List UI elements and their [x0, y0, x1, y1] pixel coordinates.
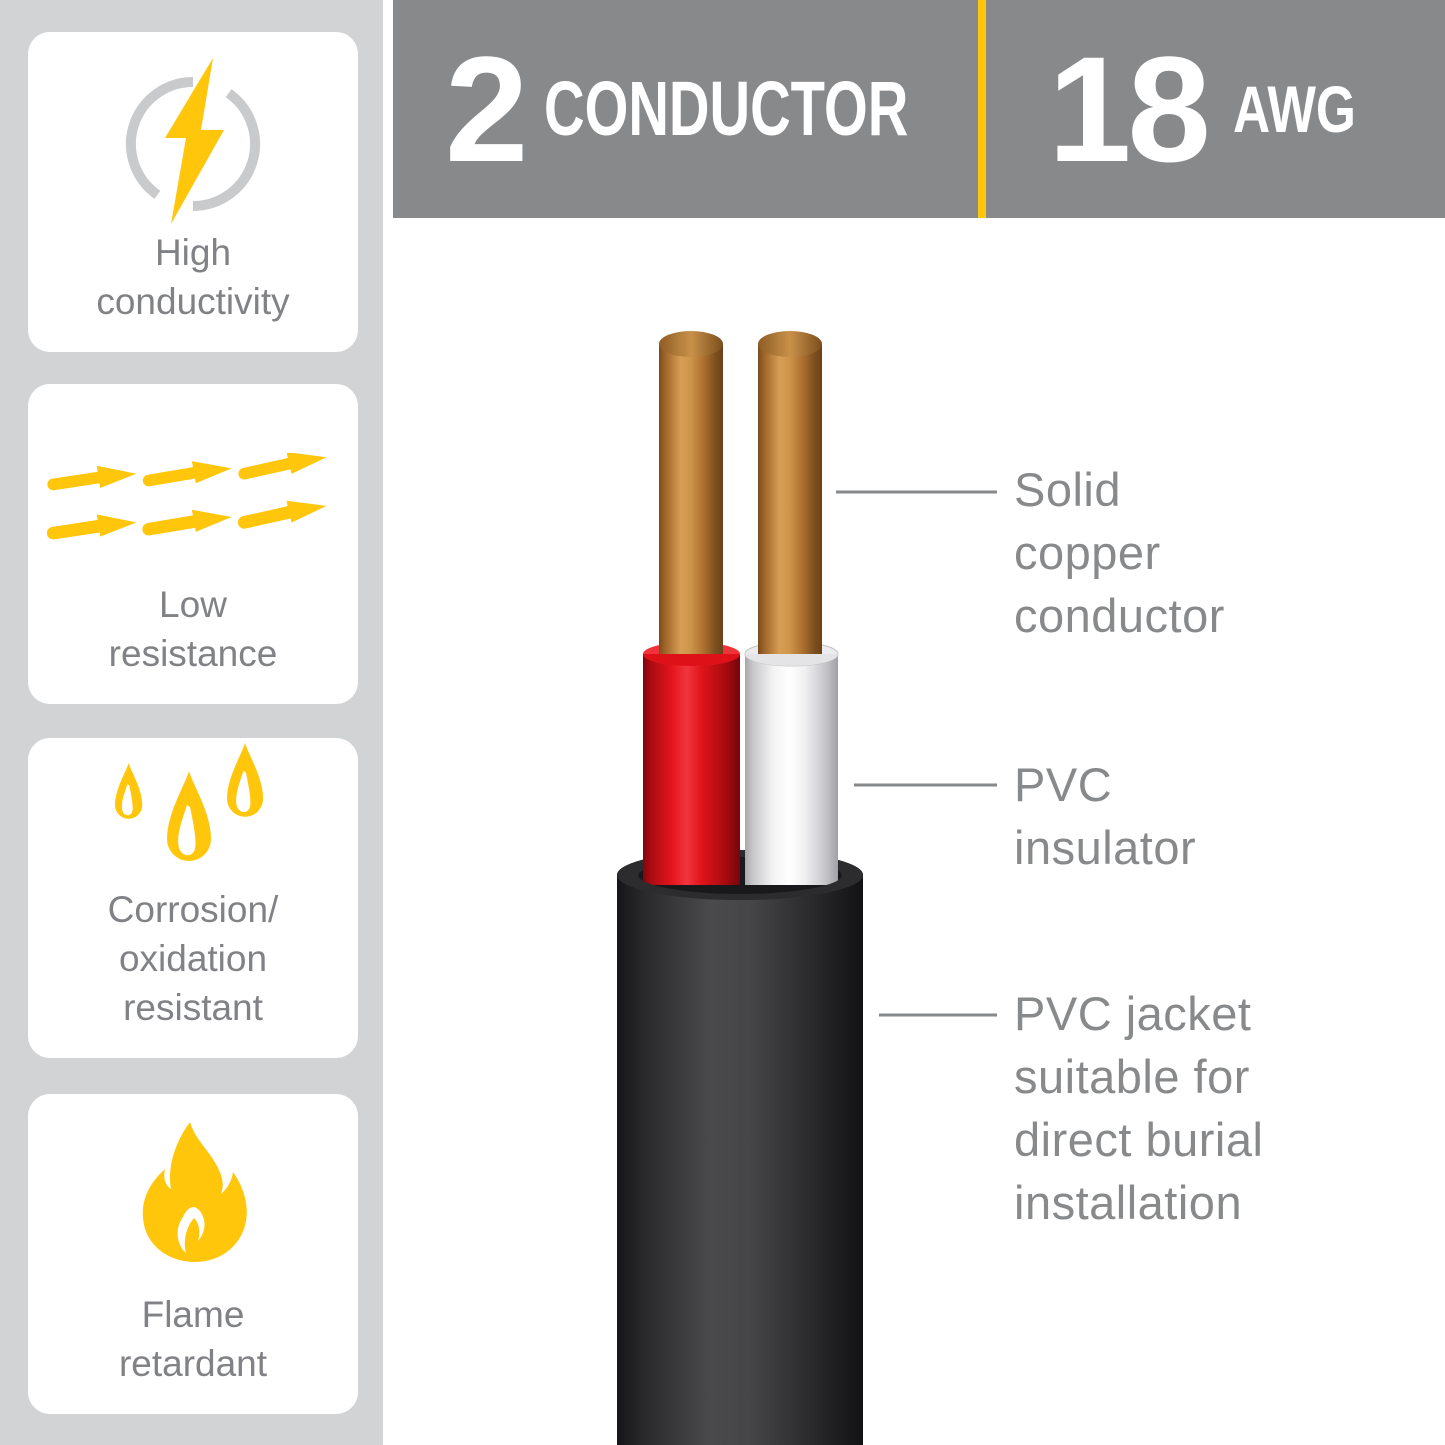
- feature-card-low-resistance: Low resistance: [28, 384, 358, 704]
- conductor-count-unit: CONDUCTOR: [544, 65, 909, 152]
- jacket-front-rim: [617, 875, 863, 900]
- white-insulator-front-rim: [745, 654, 838, 666]
- feature-label: Corrosion/ oxidation resistant: [107, 889, 279, 1028]
- callout-pvc-insulator: PVC insulator: [1014, 758, 1197, 874]
- feature-card-high-conductivity: High conductivity: [28, 32, 358, 352]
- callout-pvc-jacket: PVC jacket suitable for direct burial in…: [1014, 987, 1264, 1229]
- wire-gauge-unit: AWG: [1232, 72, 1356, 146]
- feature-sidebar: High conductivity Low resistance: [0, 0, 383, 1445]
- current-arrows-icon: [28, 384, 358, 580]
- banner-divider: [978, 0, 986, 218]
- feature-card-flame-retardant: Flame retardant: [28, 1094, 358, 1414]
- water-drops-icon: [28, 738, 358, 885]
- copper-conductor-right-graphic: [758, 331, 822, 658]
- pvc-insulator-red-graphic: [643, 642, 740, 885]
- conductor-count-value: 2: [445, 24, 528, 193]
- feature-card-corrosion-resistant: Corrosion/ oxidation resistant: [28, 738, 358, 1058]
- feature-label: Low resistance: [108, 584, 278, 674]
- pvc-insulator-white-graphic: [744, 641, 839, 885]
- feature-label: Flame retardant: [118, 1294, 268, 1384]
- red-insulator-front-rim: [643, 654, 740, 666]
- pvc-jacket-graphic: [617, 850, 863, 1445]
- wire-gauge-value: 18: [1048, 24, 1211, 193]
- spec-banner: 2 CONDUCTOR 18 AWG: [393, 0, 1445, 218]
- callout-leader-lines: [836, 490, 997, 1017]
- wire-gauge-spec: 18 AWG: [1048, 0, 1391, 218]
- feature-label: High conductivity: [96, 232, 290, 322]
- callout-solid-copper-conductor: Solid copper conductor: [1014, 463, 1225, 642]
- flame-icon: [28, 1094, 358, 1290]
- lightning-bolt-icon: [28, 32, 358, 228]
- conductor-count-spec: 2 CONDUCTOR: [445, 0, 1044, 218]
- copper-conductor-left-graphic: [659, 331, 723, 658]
